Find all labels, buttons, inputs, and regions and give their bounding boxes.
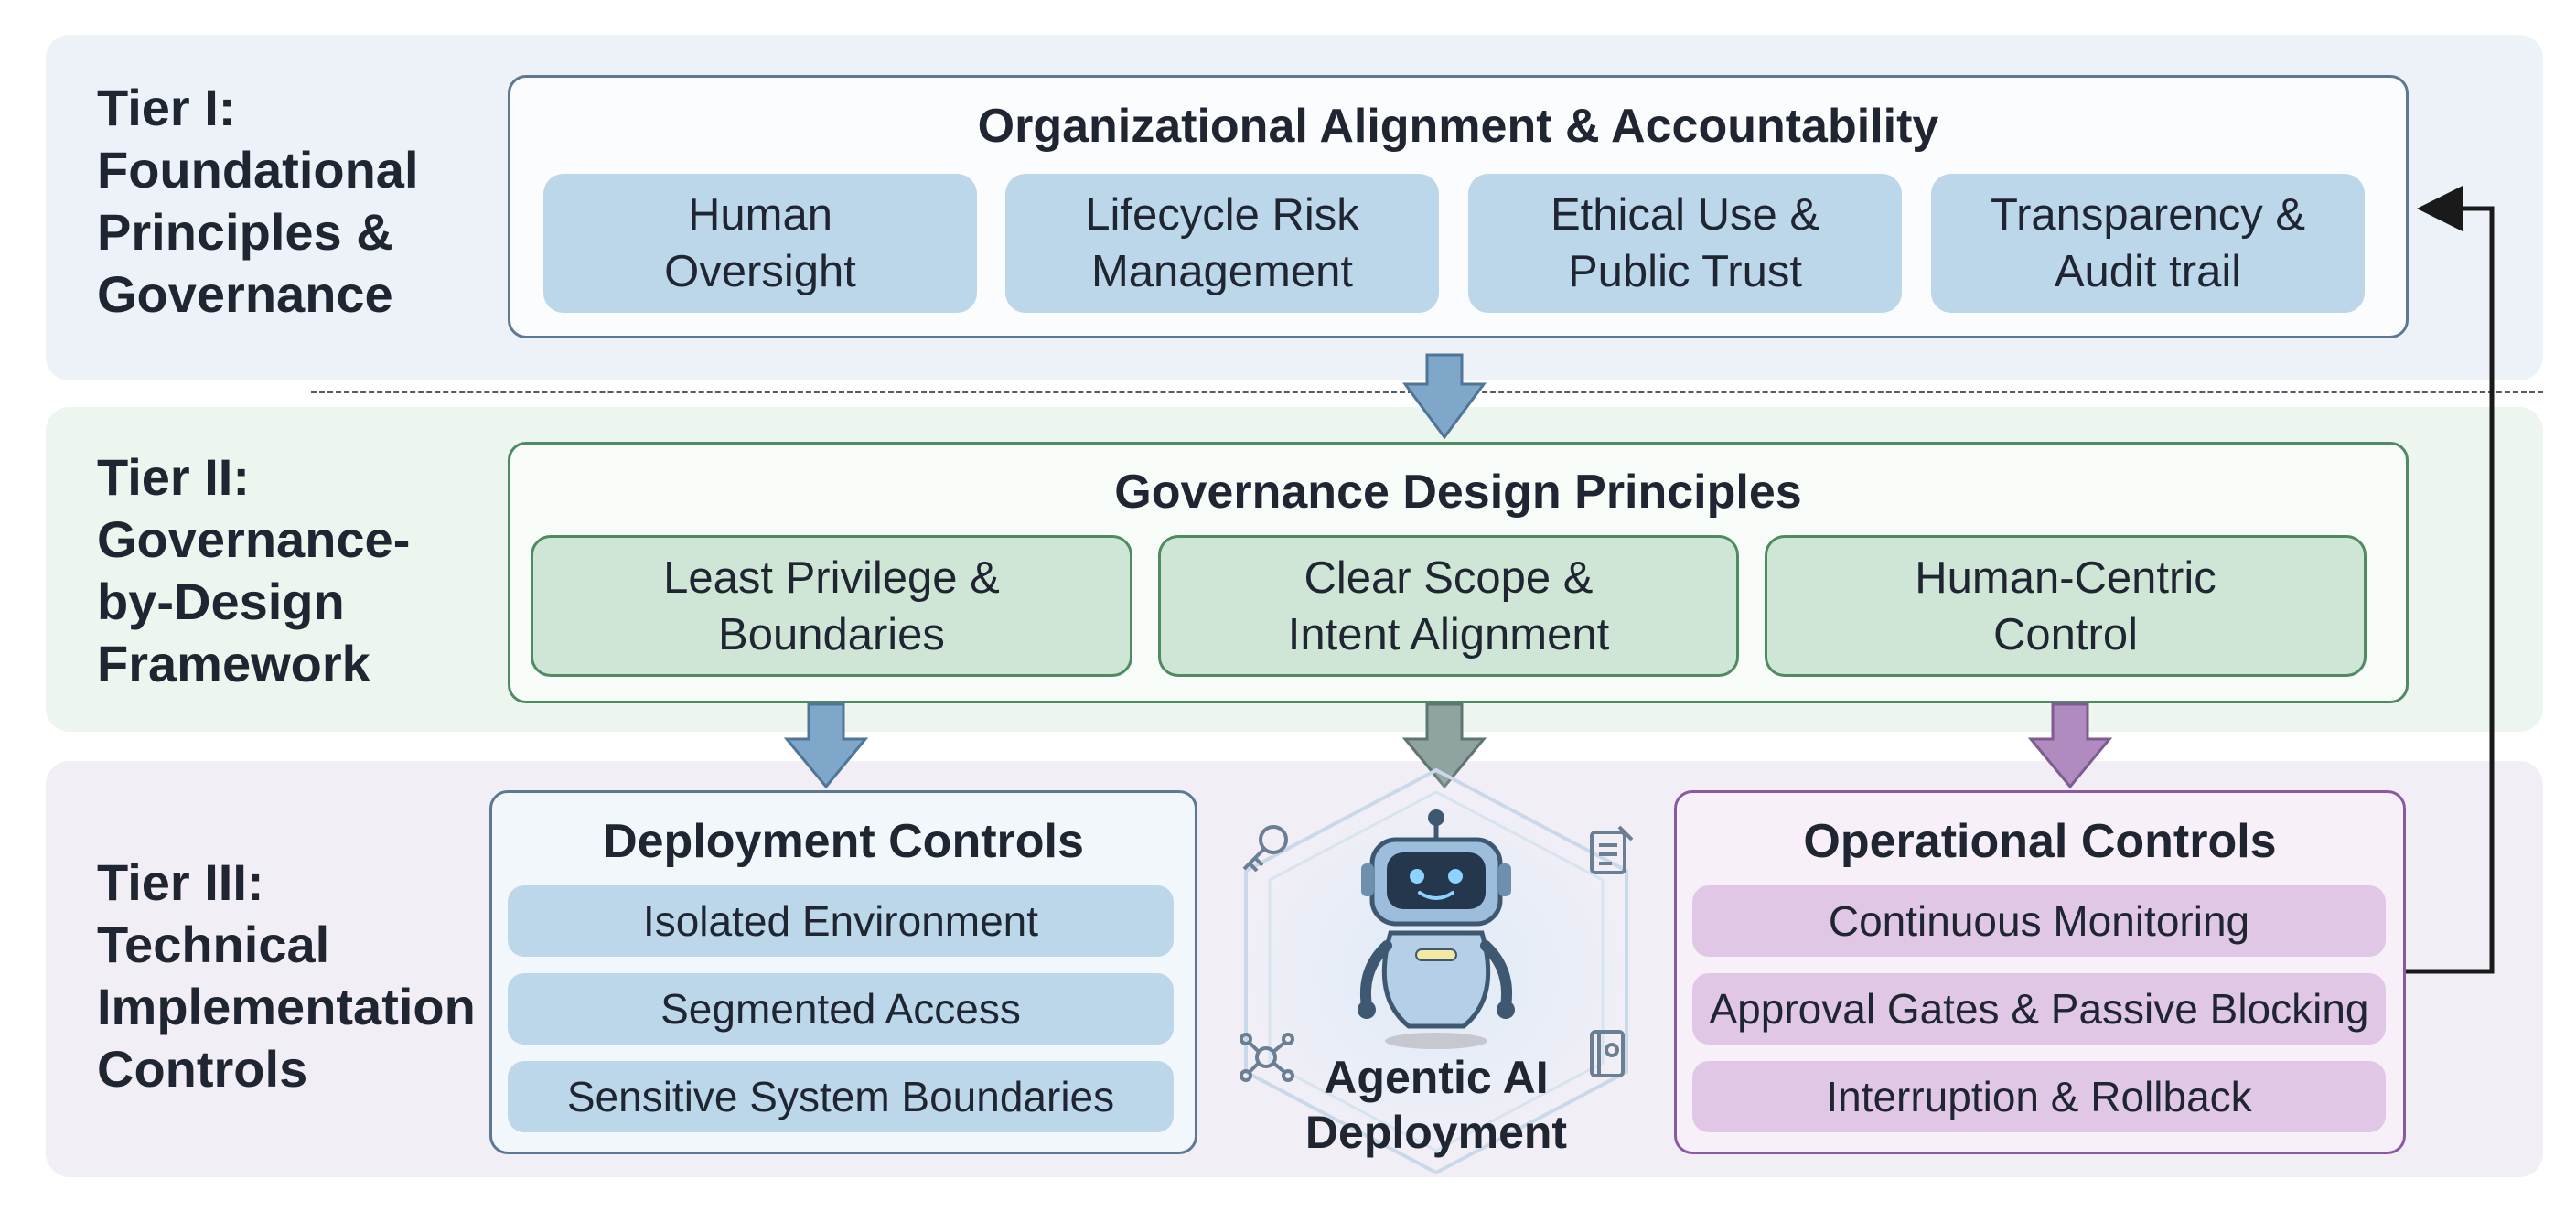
card-human-oversight: Human Oversight (543, 174, 977, 313)
tier2-title: Governance Design Principles (1114, 466, 1802, 519)
book-icon (1590, 1030, 1625, 1077)
tier1-label: Tier I: Foundational Principles & Govern… (97, 79, 419, 323)
card-ethical-use: Ethical Use & Public Trust (1468, 174, 1902, 313)
operational-item: Continuous Monitoring (1692, 885, 2386, 957)
deployment-item: Isolated Environment (508, 885, 1174, 957)
tier2-label: Tier II: Governance- by-Design Framework (97, 448, 411, 692)
down-arrow-center (1401, 702, 1487, 789)
down-arrow-tier1 (1402, 353, 1487, 440)
operational-item: Interruption & Rollback (1692, 1061, 2386, 1132)
network-icon (1240, 1033, 1294, 1082)
key-icon (1242, 825, 1288, 873)
deployment-item: Segmented Access (508, 973, 1174, 1045)
agentic-ai-label: Agentic AI Deployment (1304, 1052, 1568, 1158)
document-icon (1590, 825, 1634, 874)
operational-item: Approval Gates & Passive Blocking (1692, 973, 2386, 1045)
card-clear-scope: Clear Scope & Intent Alignment (1158, 535, 1739, 677)
agentic-ai-hub (1208, 767, 1665, 1175)
feedback-arrow (2406, 186, 2495, 974)
tier3-label: Tier III: Technical Implementation Contr… (97, 853, 476, 1098)
deployment-item: Sensitive System Boundaries (508, 1061, 1174, 1132)
card-human-centric: Human-Centric Control (1765, 535, 2367, 677)
card-least-privilege: Least Privilege & Boundaries (531, 535, 1132, 677)
down-arrow-deployment (783, 702, 869, 789)
down-arrow-operational (2027, 702, 2113, 789)
robot-icon (1358, 809, 1515, 1049)
deployment-controls-title: Deployment Controls (603, 815, 1084, 868)
card-transparency: Transparency & Audit trail (1931, 174, 2365, 313)
card-lifecycle-risk: Lifecycle Risk Management (1005, 174, 1439, 313)
operational-controls-title: Operational Controls (1803, 815, 2277, 868)
tier1-title: Organizational Alignment & Accountabilit… (977, 100, 1939, 153)
